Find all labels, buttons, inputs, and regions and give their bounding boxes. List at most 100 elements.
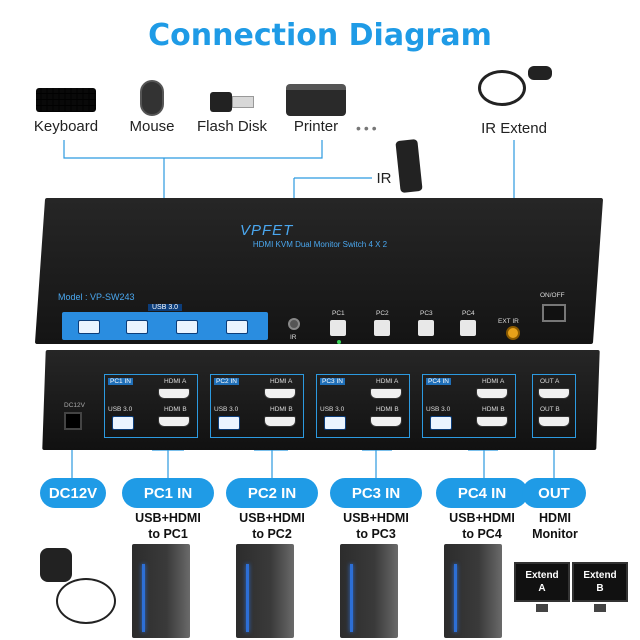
out-a-label: OUT A <box>540 378 560 385</box>
pc1-tower-icon <box>132 544 190 638</box>
front-usb-port-4[interactable] <box>226 320 248 334</box>
flash-disk-icon <box>210 92 232 112</box>
monitor-extend-a: Extend A <box>514 562 570 602</box>
pc3-description-line2: to PC3 <box>356 527 396 541</box>
pc2-button-label: PC2 <box>376 310 389 317</box>
pc2-description-line2: to PC2 <box>252 527 292 541</box>
pc2-usb-port[interactable] <box>218 416 240 430</box>
monitor-a-line2: A <box>538 583 546 594</box>
pc3-in-group <box>316 374 410 438</box>
ext-ir-port[interactable] <box>506 326 520 340</box>
monitor-description-line2: Monitor <box>532 527 578 541</box>
pc1-in-pill: PC1 IN <box>122 478 214 508</box>
pc3-usb-port[interactable] <box>324 416 346 430</box>
product-line: HDMI KVM Dual Monitor Switch 4 X 2 <box>252 240 388 249</box>
pc2-description-line1: USB+HDMI <box>239 511 305 525</box>
pc3-in-pill: PC3 IN <box>330 478 422 508</box>
pc2-hdmi-a-label: HDMI A <box>270 378 293 385</box>
flash-disk-connector <box>232 96 254 108</box>
monitor-a-stand-icon <box>536 604 548 612</box>
dc12v-pill: DC12V <box>40 478 106 508</box>
pc1-description-line1: USB+HDMI <box>135 511 201 525</box>
pc3-button-label: PC3 <box>420 310 433 317</box>
pc4-in-group <box>422 374 516 438</box>
ir-port-label: IR <box>290 334 297 341</box>
model-label: Model : VP-SW243 <box>58 292 135 302</box>
pc2-button[interactable] <box>374 320 390 336</box>
monitor-b-line1: Extend <box>583 570 617 581</box>
pc4-tower-icon <box>444 544 502 638</box>
out-b-port[interactable] <box>538 416 570 427</box>
pc1-usb-label: USB 3.0 <box>108 406 133 413</box>
pc3-description-line1: USB+HDMI <box>343 511 409 525</box>
ir-label: IR <box>376 170 392 187</box>
mouse-icon <box>140 80 164 116</box>
pc1-usb-port[interactable] <box>112 416 134 430</box>
pc3-hdmi-a-port[interactable] <box>370 388 402 399</box>
pc4-description-line2: to PC4 <box>462 527 502 541</box>
pc3-usb-label: USB 3.0 <box>320 406 345 413</box>
pc3-hdmi-a-label: HDMI A <box>376 378 399 385</box>
pc2-in-label: PC2 IN <box>214 378 239 385</box>
pc1-description-line2: to PC1 <box>148 527 188 541</box>
pc4-description: USB+HDMI to PC4 <box>432 510 532 542</box>
pc1-in-group <box>104 374 198 438</box>
out-group <box>532 374 576 438</box>
monitor-description-line1: HDMI <box>539 511 571 525</box>
printer-icon <box>286 84 346 116</box>
pc3-hdmi-b-port[interactable] <box>370 416 402 427</box>
dc-port-label: DC12V <box>64 402 85 409</box>
flash-disk-label: Flash Disk <box>196 118 267 135</box>
printer-label: Printer <box>293 118 339 135</box>
keyboard-label: Keyboard <box>33 118 99 135</box>
ir-extend-sensor-icon <box>528 66 552 80</box>
pc1-button-label: PC1 <box>332 310 345 317</box>
mouse-label: Mouse <box>129 118 175 135</box>
pc2-hdmi-b-label: HDMI B <box>270 406 293 413</box>
pc4-hdmi-a-port[interactable] <box>476 388 508 399</box>
front-usb-port-2[interactable] <box>126 320 148 334</box>
keyboard-icon <box>36 88 96 112</box>
pc1-hdmi-b-label: HDMI B <box>164 406 187 413</box>
pc4-description-line1: USB+HDMI <box>449 511 515 525</box>
brand-logo: VPFET <box>240 222 294 239</box>
monitor-b-stand-icon <box>594 604 606 612</box>
power-cable-icon <box>56 578 116 624</box>
pc1-hdmi-a-port[interactable] <box>158 388 190 399</box>
out-a-port[interactable] <box>538 388 570 399</box>
pc3-button[interactable] <box>418 320 434 336</box>
pc2-hdmi-a-port[interactable] <box>264 388 296 399</box>
dc-port[interactable] <box>64 412 82 430</box>
page-title: Connection Diagram <box>148 18 492 53</box>
out-b-label: OUT B <box>540 406 560 413</box>
pc1-button[interactable] <box>330 320 346 336</box>
pc4-hdmi-a-label: HDMI A <box>482 378 505 385</box>
pc3-hdmi-b-label: HDMI B <box>376 406 399 413</box>
pc4-in-pill: PC4 IN <box>436 478 528 508</box>
front-usb-port-3[interactable] <box>176 320 198 334</box>
monitor-a-line1: Extend <box>525 570 559 581</box>
pc4-button[interactable] <box>460 320 476 336</box>
pc1-hdmi-b-port[interactable] <box>158 416 190 427</box>
pc4-button-label: PC4 <box>462 310 475 317</box>
pc1-led-icon <box>337 340 341 344</box>
pc4-hdmi-b-port[interactable] <box>476 416 508 427</box>
pc2-in-group <box>210 374 304 438</box>
power-adapter-icon <box>40 548 72 582</box>
pc4-in-label: PC4 IN <box>426 378 451 385</box>
monitor-b-line2: B <box>596 583 604 594</box>
pc2-hdmi-b-port[interactable] <box>264 416 296 427</box>
pc2-description: USB+HDMI to PC2 <box>222 510 322 542</box>
monitor-description: HDMI Monitor <box>522 510 588 542</box>
front-usb-port-1[interactable] <box>78 320 100 334</box>
pc4-usb-port[interactable] <box>430 416 452 430</box>
pc2-in-pill: PC2 IN <box>226 478 318 508</box>
pc3-tower-icon <box>340 544 398 638</box>
pc2-tower-icon <box>236 544 294 638</box>
power-label: ON/OFF <box>540 292 565 299</box>
ir-extend-cable-icon <box>478 70 526 106</box>
power-switch[interactable] <box>542 304 566 322</box>
pc2-usb-label: USB 3.0 <box>214 406 239 413</box>
ir-port[interactable] <box>288 318 300 330</box>
pc1-in-label: PC1 IN <box>108 378 133 385</box>
